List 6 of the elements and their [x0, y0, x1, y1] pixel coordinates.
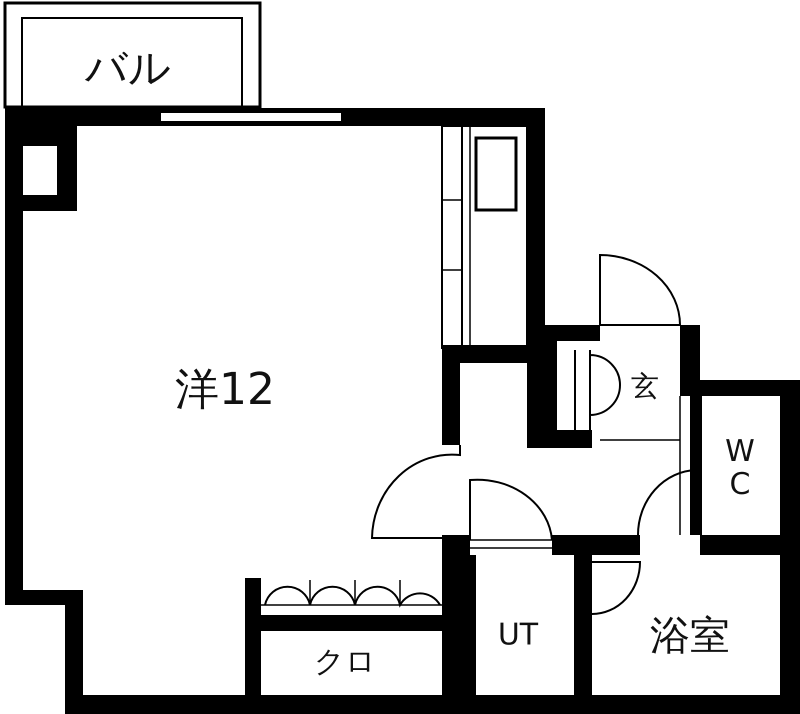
room-label: 玄 [631, 372, 659, 402]
room-label: クロ [314, 646, 376, 678]
room-label: 浴室 [650, 614, 730, 658]
room-label: 洋12 [175, 366, 275, 414]
room-label: UT [498, 618, 538, 652]
room-label: W C [725, 435, 755, 501]
